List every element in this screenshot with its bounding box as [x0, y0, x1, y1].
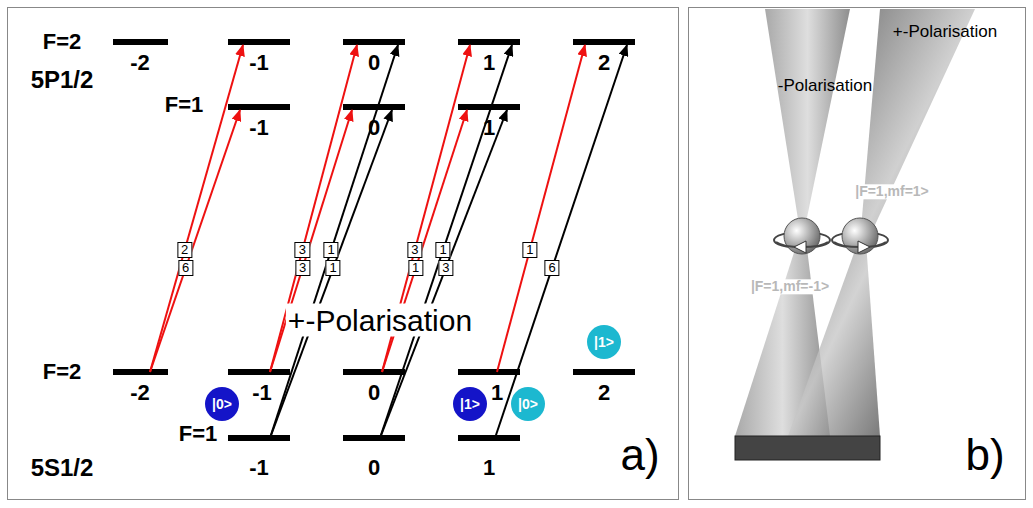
transition-arrow: [270, 110, 392, 438]
strength-number: 1: [522, 242, 537, 258]
laser-beam: [860, 9, 975, 240]
energy-level: [228, 435, 290, 441]
mf-number: 1: [491, 381, 503, 405]
atom: [774, 218, 888, 254]
mf-number: 0: [368, 116, 380, 140]
mf-number: -1: [252, 381, 272, 405]
strength-number: 3: [438, 260, 453, 276]
energy-level: [113, 369, 168, 375]
energy-level: [228, 104, 290, 110]
energy-level: [458, 369, 520, 375]
mf-number: 1: [483, 456, 495, 480]
energy-level: [343, 369, 405, 375]
polarisation-label: -Polarisation: [778, 77, 873, 96]
hyperfine-label: F=2: [43, 360, 82, 384]
mf-number: 0: [368, 456, 380, 480]
panel-frame: [8, 8, 1026, 500]
state-circle: |1>: [587, 325, 621, 359]
energy-level: [343, 39, 405, 45]
hyperfine-label: F=1: [179, 422, 218, 446]
state-text: |0>: [518, 397, 538, 411]
mf-number: 0: [368, 381, 380, 405]
term-label: 5S1/2: [31, 455, 94, 481]
laser-beam: [788, 242, 880, 436]
mirror: [735, 436, 880, 460]
transition-arrow: [150, 45, 243, 372]
strength-number: 2: [177, 242, 192, 258]
strength-number: 6: [178, 260, 193, 276]
atom: [794, 241, 806, 253]
strength-number: 3: [295, 260, 310, 276]
strength-number: 1: [326, 260, 341, 276]
mf-number: -2: [130, 381, 150, 405]
energy-level: [458, 104, 520, 110]
term-label: 5P1/2: [31, 67, 94, 93]
energy-level: [573, 39, 635, 45]
panel-letter: a): [620, 431, 659, 479]
panel-frame: [8, 8, 679, 500]
hyperfine-label: F=2: [43, 30, 82, 54]
atom: [858, 241, 870, 253]
transition-arrow: [270, 45, 398, 438]
state-circle: |0>: [205, 387, 239, 421]
state-text: |0>: [212, 397, 232, 411]
mf-number: -1: [249, 456, 269, 480]
strength-number: 6: [544, 260, 559, 276]
transition-arrow: [495, 45, 627, 438]
energy-level: [113, 39, 635, 441]
mf-number: 1: [483, 51, 495, 75]
mf-number: 0: [368, 51, 380, 75]
state-circle: |1>: [453, 387, 487, 421]
state-text: |1>: [460, 397, 480, 411]
state-circle: |0>: [511, 387, 545, 421]
strength-number: 1: [408, 260, 423, 276]
polarisation-label: +-Polarisation: [893, 23, 997, 42]
energy-level: [113, 39, 168, 45]
energy-level: [228, 369, 290, 375]
mf-number: 2: [598, 381, 610, 405]
transition-arrow: [380, 45, 512, 438]
hyperfine-label: F=1: [165, 93, 204, 117]
energy-level: [343, 104, 405, 110]
polarisation-label: +-Polarisation: [286, 304, 474, 337]
energy-level: [573, 369, 635, 375]
state-label: |F=1,mf=1>: [853, 184, 931, 199]
mf-number: 1: [483, 116, 495, 140]
transition-arrow: [150, 45, 627, 438]
transition-arrow: [380, 110, 507, 438]
mf-number: 2: [598, 51, 610, 75]
mf-number: -1: [249, 116, 269, 140]
state-text: |1>: [594, 335, 614, 349]
atom: [784, 218, 820, 254]
atom: [842, 218, 878, 254]
panel-frame: [689, 8, 1026, 500]
laser-beam: [735, 9, 975, 436]
strength-number: 1: [324, 242, 339, 258]
strength-number: 3: [295, 242, 310, 258]
transition-arrow: [150, 110, 240, 372]
energy-level: [343, 435, 405, 441]
strength-number: 1: [436, 242, 451, 258]
laser-beam: [765, 9, 850, 232]
strength-number: 3: [407, 242, 422, 258]
energy-level: [458, 39, 520, 45]
panel-letter: b): [965, 431, 1004, 479]
state-label: |F=1,mf=-1>: [749, 279, 831, 294]
energy-level: [228, 39, 290, 45]
mf-number: -1: [249, 51, 269, 75]
mf-number: -2: [130, 51, 150, 75]
energy-level: [458, 435, 520, 441]
